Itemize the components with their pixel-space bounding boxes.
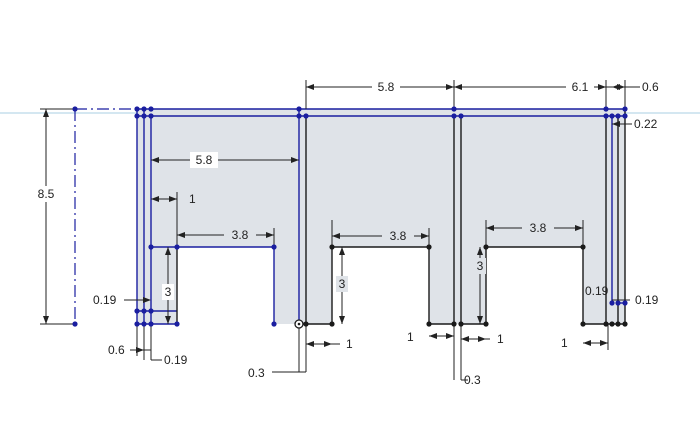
dim-bottom-one-c[interactable]: 1 — [497, 332, 504, 346]
sketch-region-fill — [137, 109, 625, 324]
dim-right-019a[interactable]: 0.19 — [585, 284, 609, 298]
right-section-outline[interactable] — [176, 109, 626, 325]
dim-slot1-width[interactable]: 3.8 — [232, 228, 249, 242]
dim-height-total[interactable]: 8.5 — [38, 187, 55, 201]
dim-slot3-height[interactable]: 3 — [477, 259, 484, 273]
dim-slot3-width[interactable]: 3.8 — [530, 221, 547, 235]
dimension-lines — [40, 80, 640, 381]
dim-left-06[interactable]: 0.6 — [108, 343, 125, 357]
dim-top-width-left[interactable]: 5.8 — [378, 80, 395, 94]
dim-gap-one-top[interactable]: 1 — [189, 192, 196, 206]
dim-right-019b[interactable]: 0.19 — [635, 293, 659, 307]
dim-top-width-right[interactable]: 0.6 — [642, 80, 659, 94]
dim-bottom-03b[interactable]: 0.3 — [464, 373, 481, 387]
dim-bottom-one-b[interactable]: 1 — [407, 330, 414, 344]
dim-left-019b[interactable]: 0.19 — [164, 353, 188, 367]
dimension-labels: 5.8 6.1 0.6 0.22 8.5 5.8 1 3.8 3.8 3.8 3… — [33, 79, 659, 387]
dim-inner-width[interactable]: 5.8 — [196, 153, 213, 167]
dim-slot2-height[interactable]: 3 — [339, 277, 346, 291]
dim-left-019[interactable]: 0.19 — [93, 293, 117, 307]
dim-bottom-03a[interactable]: 0.3 — [248, 366, 265, 380]
dim-slot1-height[interactable]: 3 — [165, 285, 172, 299]
dim-offset-022[interactable]: 0.22 — [634, 117, 658, 131]
dim-slot2-width[interactable]: 3.8 — [390, 229, 407, 243]
dim-top-width-mid[interactable]: 6.1 — [572, 80, 589, 94]
left-section-outline[interactable] — [136, 108, 625, 325]
dimension-arrows — [43, 84, 625, 353]
sketch-vertices[interactable] — [72, 106, 628, 329]
dim-bottom-one-a[interactable]: 1 — [346, 337, 353, 351]
dim-bottom-one-d[interactable]: 1 — [561, 336, 568, 350]
